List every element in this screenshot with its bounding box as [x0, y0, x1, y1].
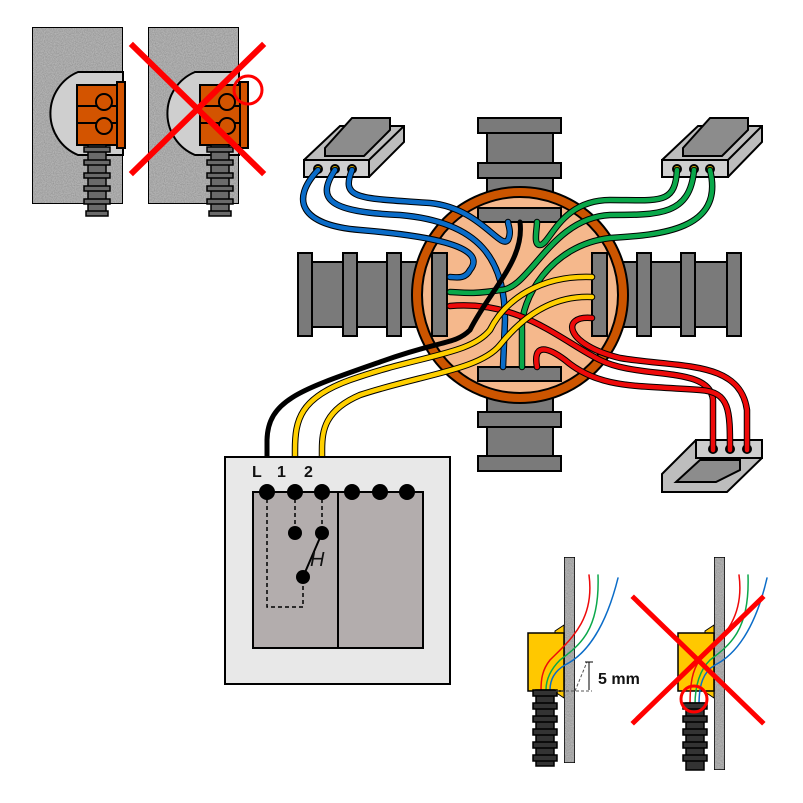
yellow-wires — [291, 273, 596, 496]
conduit — [83, 144, 111, 217]
depth-label: 5 mm — [598, 671, 640, 688]
highlight-circle-icon — [232, 74, 264, 106]
green-wires — [446, 166, 716, 371]
correct-mounting-panel — [31, 26, 126, 217]
black-wire — [264, 219, 523, 495]
correct-backbox-detail: 5 mm — [527, 556, 640, 767]
label-out2: 2 — [304, 464, 313, 481]
switch-symbol: H — [310, 549, 325, 571]
switch-terminals — [259, 484, 415, 584]
wrong-backbox-detail — [630, 556, 768, 771]
connector-top-left — [303, 117, 405, 178]
red-wires — [446, 302, 751, 454]
wrong-cross-icon — [630, 594, 766, 726]
label-live: L — [252, 464, 262, 481]
wires — [264, 166, 751, 496]
terminal-block — [76, 84, 119, 146]
wrong-cross-icon — [128, 41, 267, 177]
connector-top-right — [661, 117, 763, 178]
label-out1: 1 — [277, 464, 286, 481]
conduit — [532, 689, 558, 767]
switch-plate: H L 1 2 — [224, 456, 451, 685]
wrong-mounting-panel — [128, 26, 267, 217]
highlight-circle-icon — [679, 684, 709, 714]
